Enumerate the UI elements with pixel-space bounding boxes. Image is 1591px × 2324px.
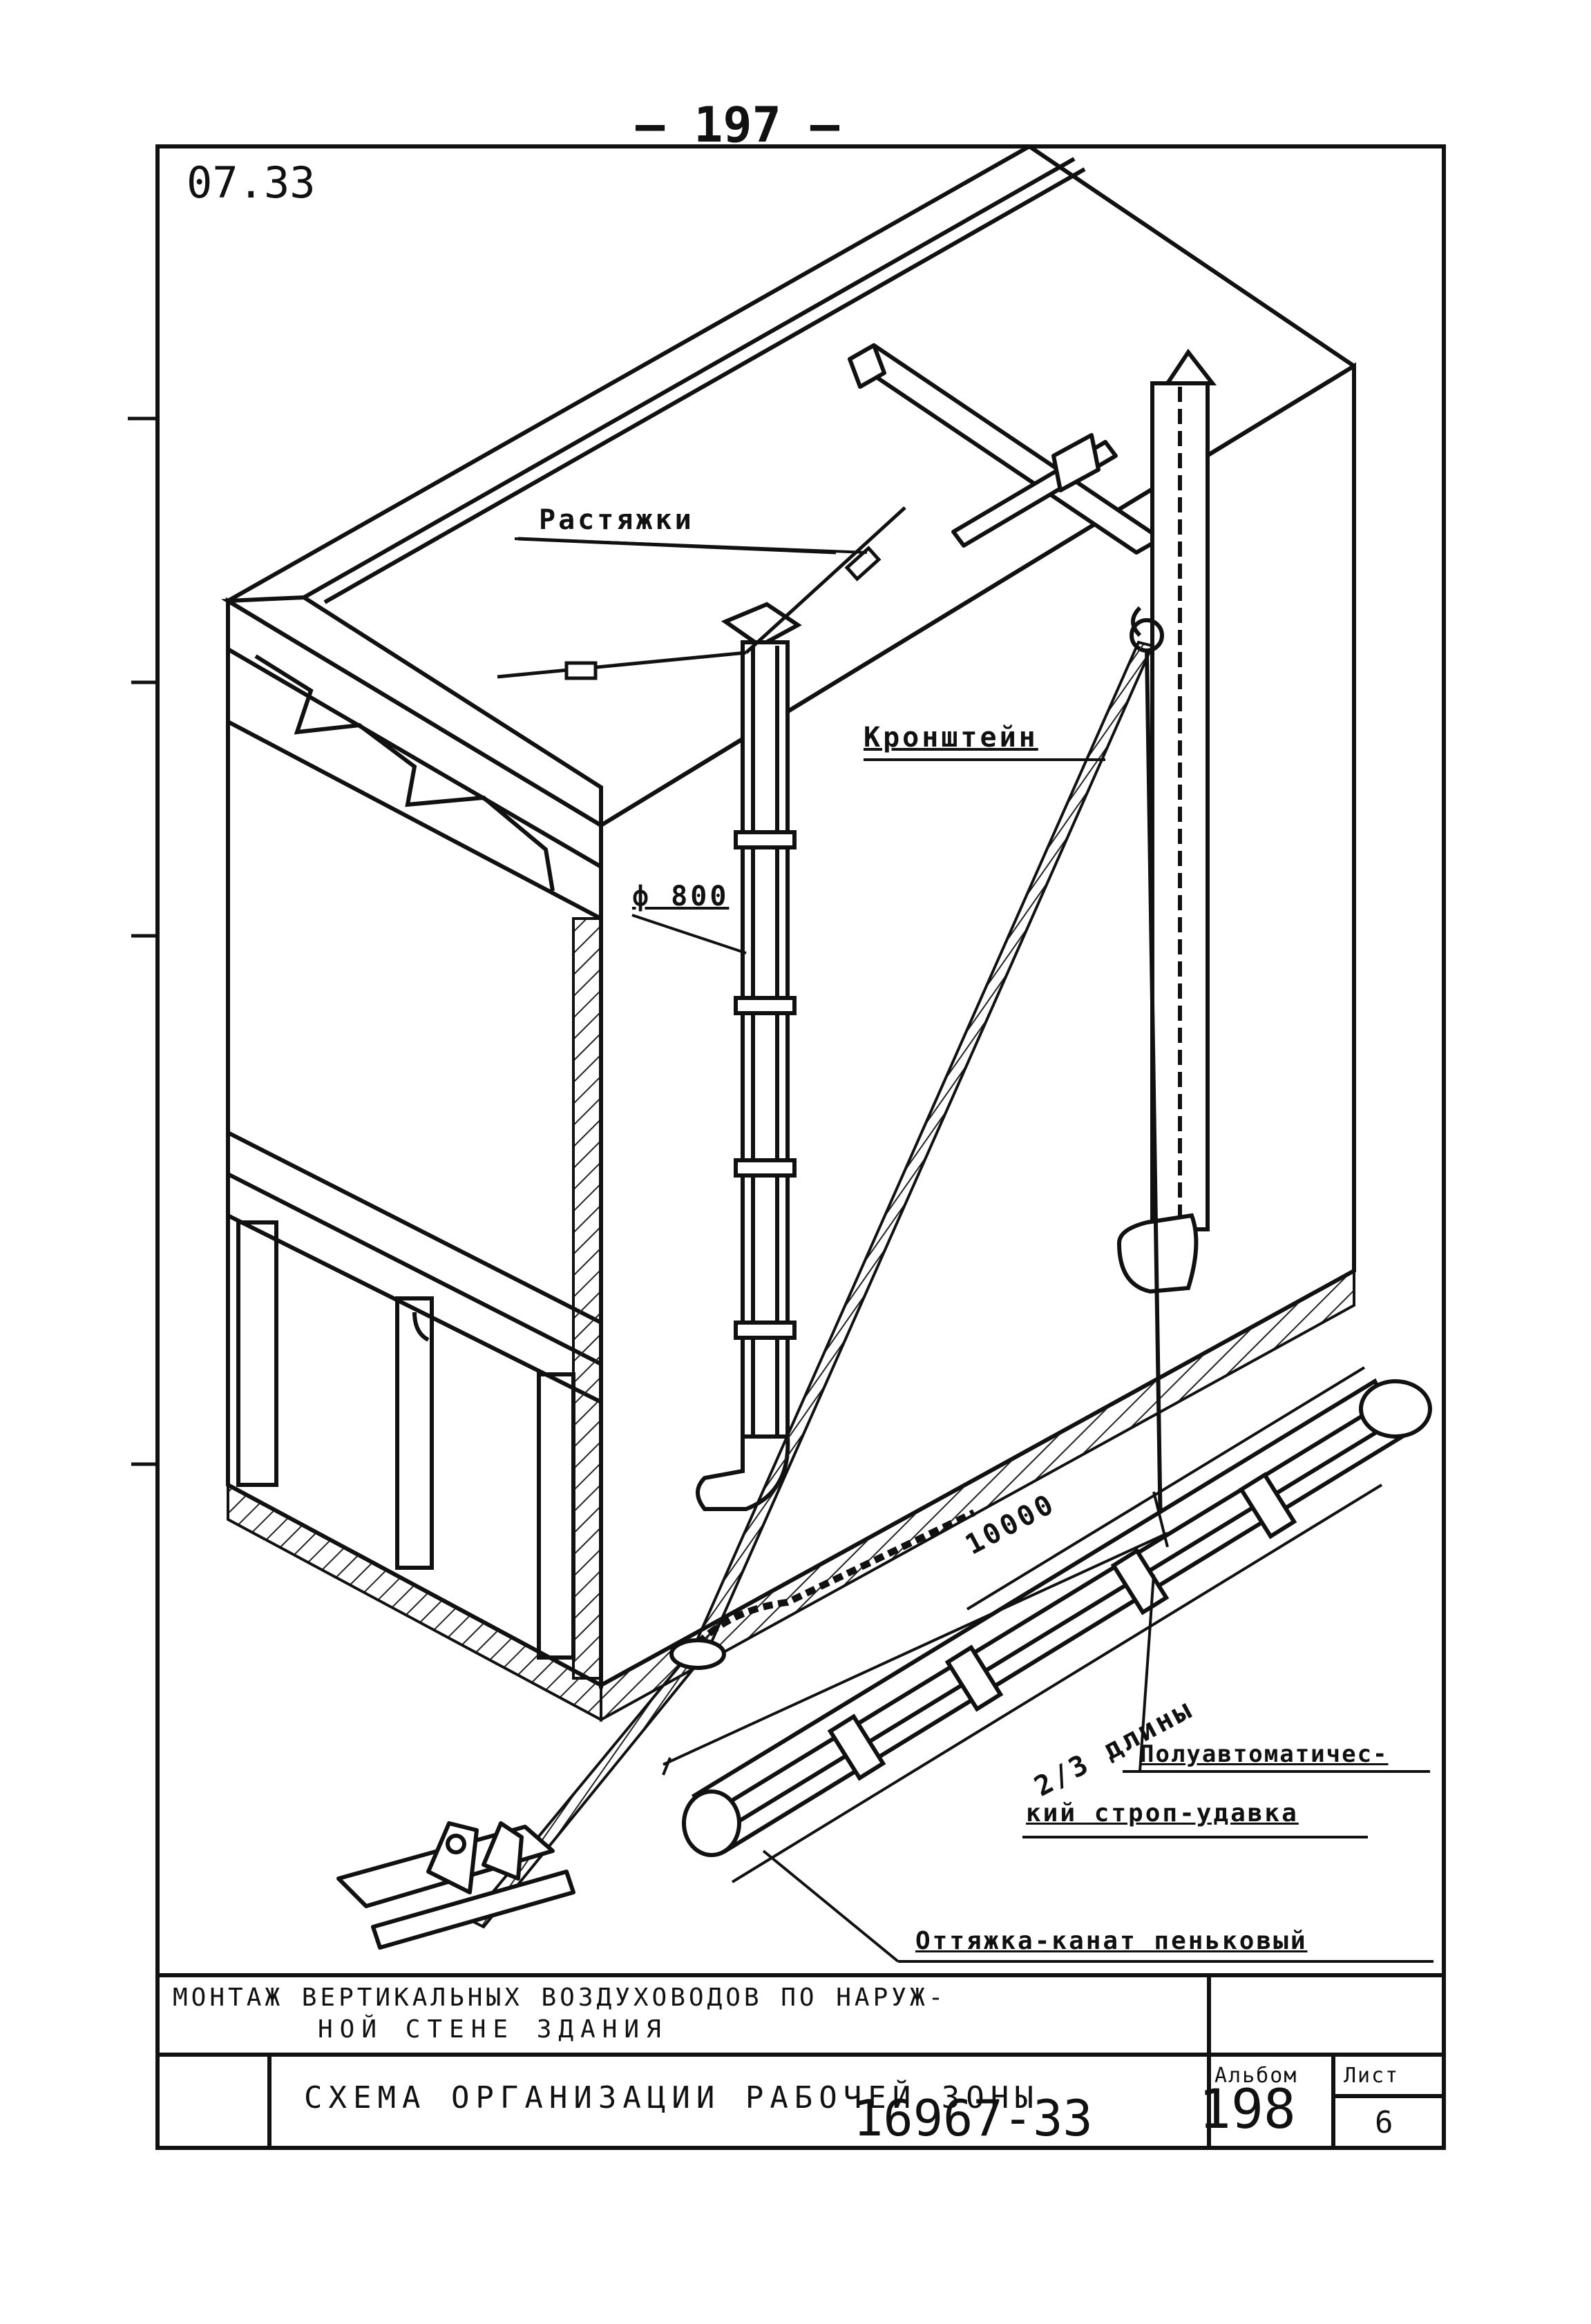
label-sling-line2: кий строп-удавка: [1026, 1799, 1299, 1827]
ground-duct: [682, 1378, 1432, 1857]
document-page: 198: [1199, 2079, 1296, 2141]
title-subtitle: СХЕМА ОРГАНИЗАЦИИ РАБОЧЕЙ ЗОНЫ: [304, 2080, 1040, 2115]
label-sling-line1: Полуавтоматичес-: [1140, 1740, 1389, 1768]
label-diameter: ф 800: [632, 881, 730, 912]
installed-duct: [696, 602, 802, 1511]
sheet-value: 6: [1375, 2105, 1399, 2140]
ground-anchor: [336, 1821, 575, 1950]
sheet-frame: [155, 144, 1446, 2150]
sheet-label: Лист: [1344, 2064, 1400, 2088]
suspended-duct: [1116, 348, 1217, 1294]
document-number: 16967-33: [853, 2089, 1093, 2147]
wall-edge-hatch: [572, 917, 602, 1680]
title-line-2: НОЙ СТЕНЕ ЗДАНИЯ: [318, 2015, 668, 2044]
title-block-grid: [158, 1973, 1444, 2148]
title-line-1: МОНТАЖ ВЕРТИКАЛЬНЫХ ВОЗДУХОВОДОВ ПО НАРУ…: [173, 1984, 947, 2012]
dimension-lines: [662, 1366, 1383, 1883]
label-rope: Оттяжка-канат пеньковый: [915, 1927, 1308, 1955]
sheet-code: 07.33: [187, 157, 316, 208]
building-end-wall: [220, 595, 603, 1689]
label-bracket: Кронштейн: [864, 722, 1038, 753]
page-number: – 197 –: [636, 97, 840, 153]
ground-hatch: [227, 1268, 1355, 1722]
album-label: Альбом: [1214, 2064, 1298, 2088]
bracket-beam: [848, 343, 1163, 555]
label-guy-wires: Растяжки: [539, 504, 694, 536]
left-margin-ticks: [128, 416, 159, 1466]
leader-lines: [514, 537, 1433, 1963]
